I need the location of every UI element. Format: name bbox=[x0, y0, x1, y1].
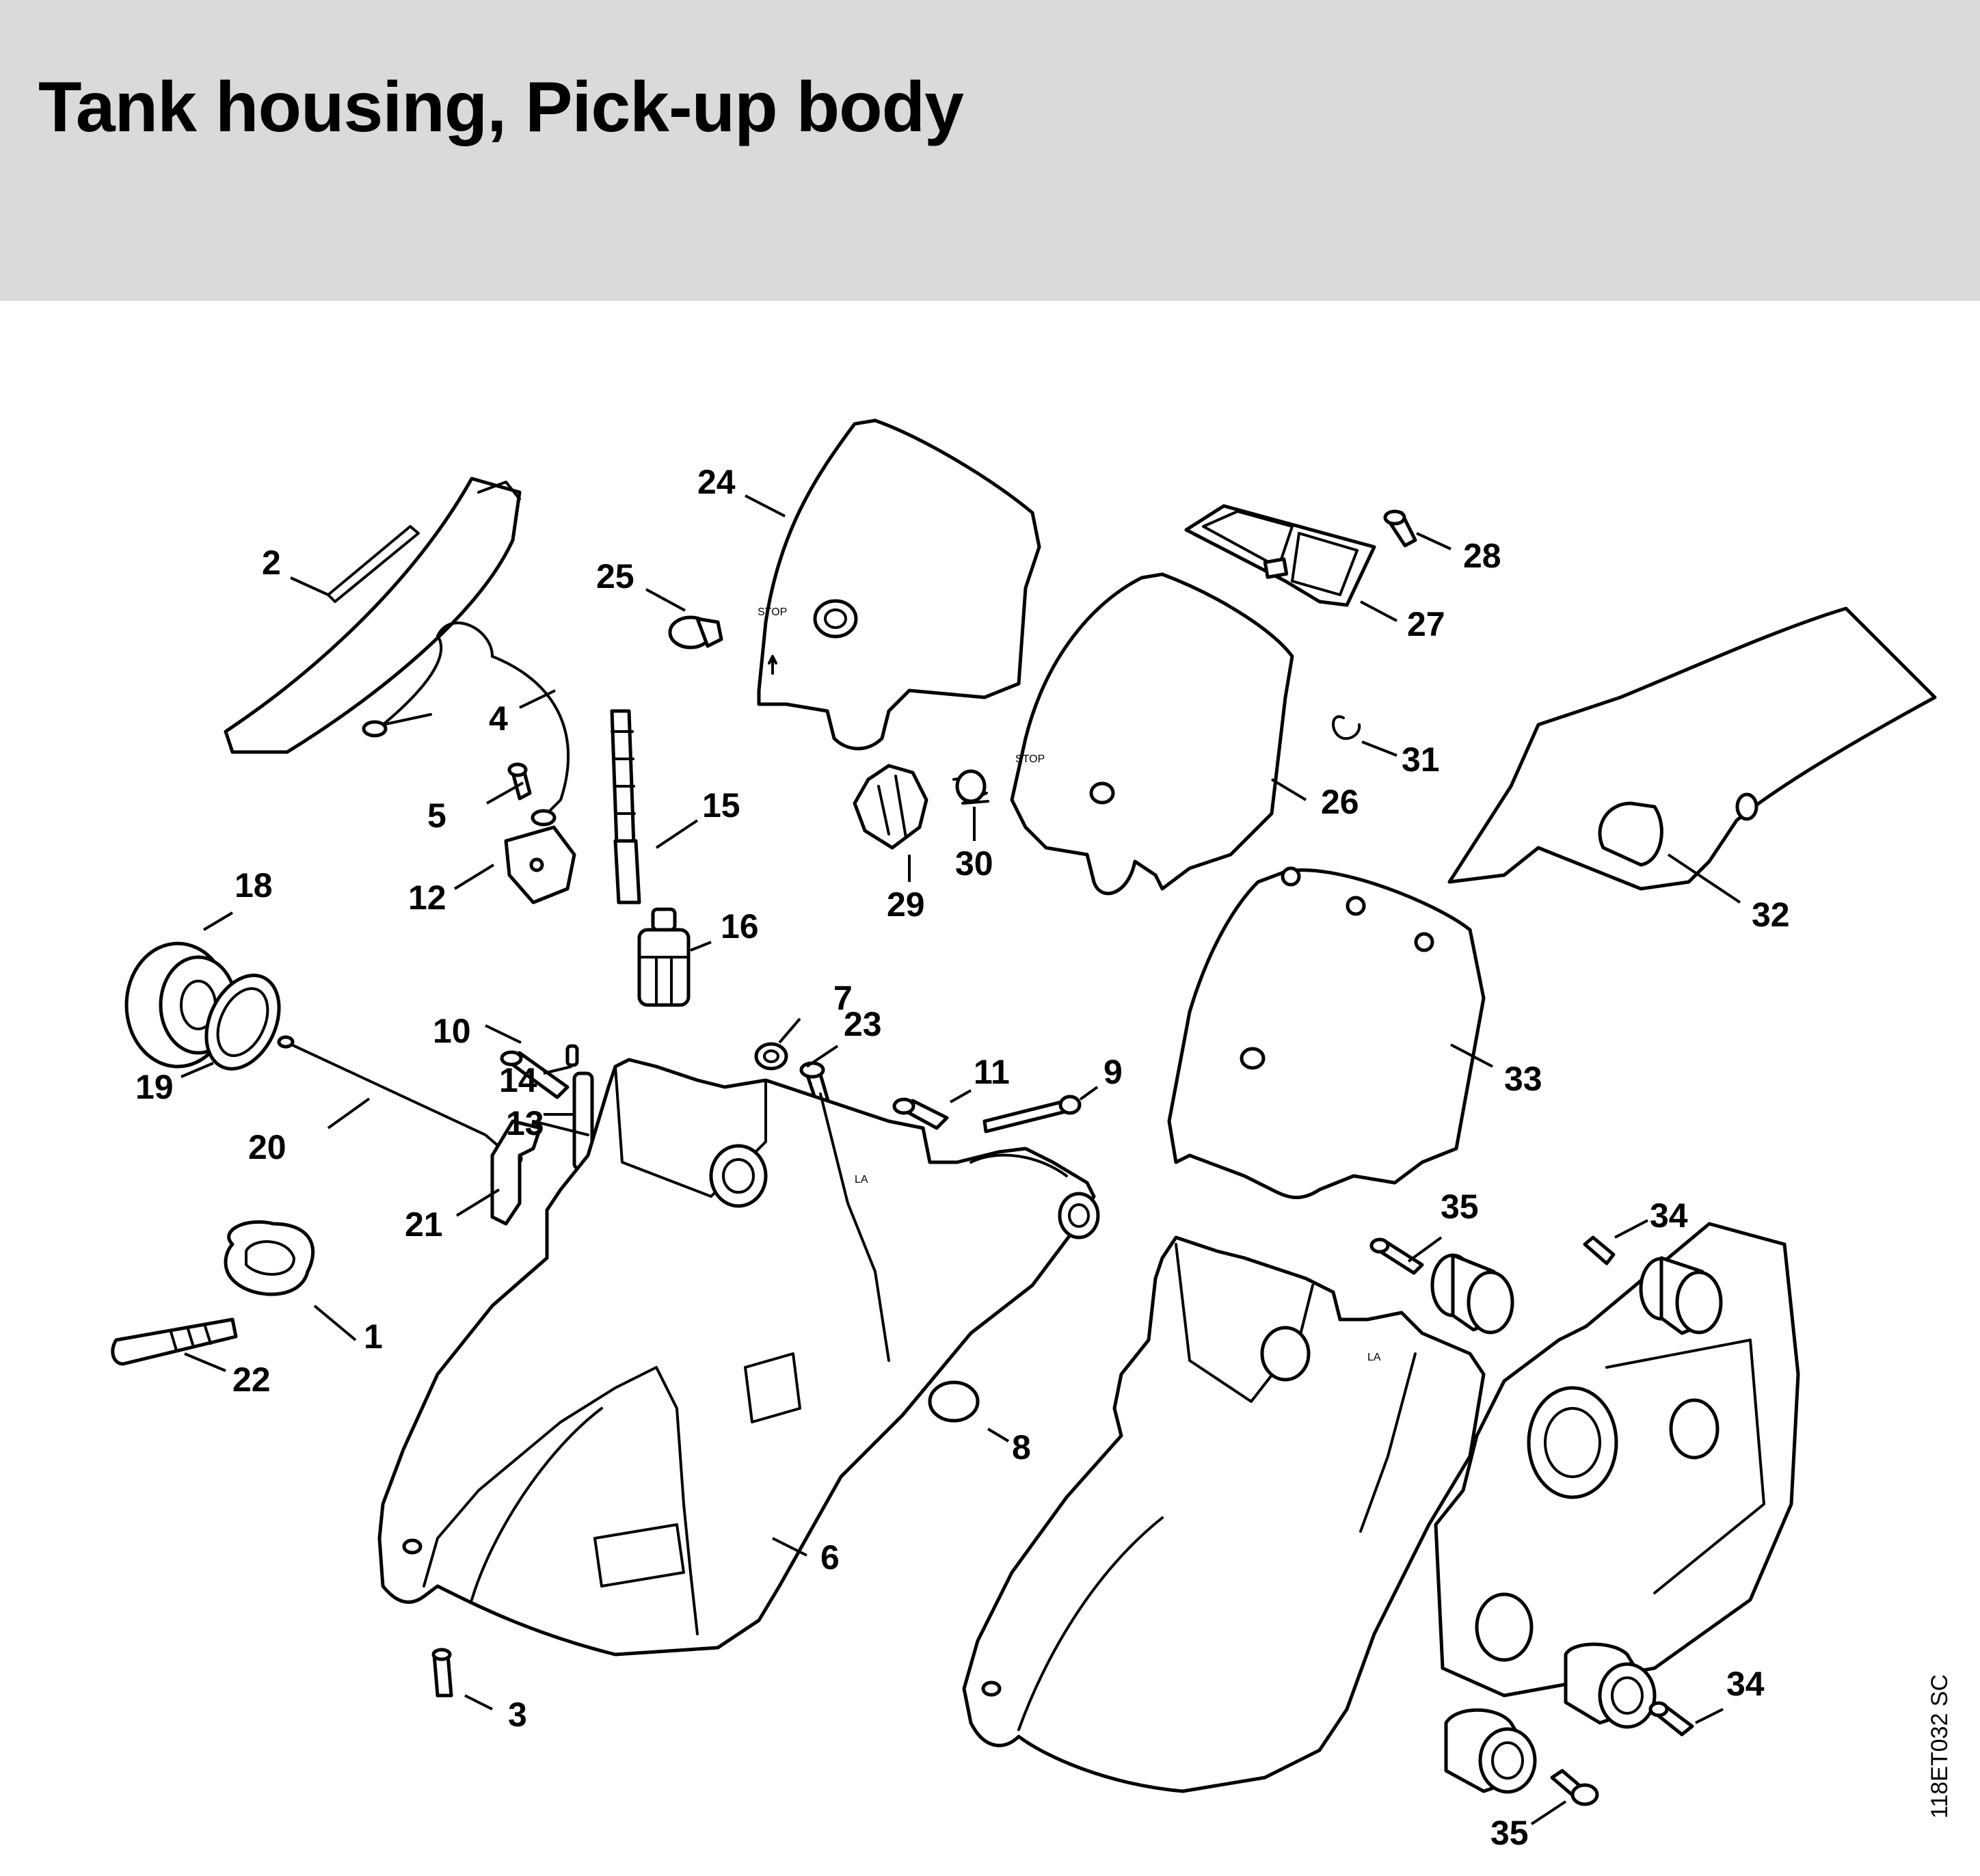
callout-24: 24 bbox=[697, 463, 736, 501]
stop-marking-2: STOP bbox=[1015, 753, 1045, 765]
part-screw-28 bbox=[1383, 509, 1417, 548]
part-housing-assembly: LA bbox=[962, 1235, 1486, 1793]
part-screw-11 bbox=[892, 1097, 949, 1130]
part-tank-housing: LA bbox=[377, 1058, 1100, 1657]
part-clip bbox=[490, 1119, 589, 1226]
callout-14: 14 bbox=[499, 1061, 537, 1099]
callout-34-top: 34 bbox=[1650, 1196, 1688, 1235]
part-grommet-7 bbox=[754, 1042, 788, 1071]
callout-5: 5 bbox=[427, 796, 446, 835]
part-wire bbox=[362, 621, 570, 827]
callout-15: 15 bbox=[702, 786, 740, 825]
part-screw-10 bbox=[500, 1050, 570, 1099]
callout-22: 22 bbox=[232, 1361, 271, 1399]
callout-10: 10 bbox=[433, 1012, 471, 1050]
part-buffer-right bbox=[1639, 1256, 1723, 1335]
callout-29: 29 bbox=[887, 885, 925, 924]
part-plug-14 bbox=[565, 1044, 579, 1067]
callout-1: 1 bbox=[364, 1317, 383, 1356]
callout-9: 9 bbox=[1103, 1053, 1123, 1091]
leader-lines bbox=[180, 494, 1741, 1825]
part-air-filter-grille bbox=[1184, 504, 1376, 607]
callout-30: 30 bbox=[955, 844, 993, 883]
part-buffer-bottom-right bbox=[1564, 1642, 1657, 1729]
callout-23: 23 bbox=[844, 1005, 882, 1043]
part-buffer-left bbox=[1430, 1253, 1514, 1335]
callout-labels: 1 2 3 4 5 6 7 8 9 10 11 12 13 14 15 16 1… bbox=[135, 463, 1790, 1852]
part-handle-cover bbox=[224, 477, 522, 754]
part-cover-33 bbox=[1167, 866, 1486, 1200]
part-screw-5 bbox=[507, 762, 532, 801]
part-cover-24: STOP bbox=[757, 418, 1041, 751]
callout-20: 20 bbox=[248, 1128, 286, 1166]
callout-3: 3 bbox=[508, 1696, 527, 1734]
callout-13: 13 bbox=[506, 1104, 544, 1142]
callout-4: 4 bbox=[489, 699, 508, 738]
callout-19: 19 bbox=[135, 1068, 174, 1106]
part-pin-22 bbox=[111, 1317, 238, 1366]
part-fuel-hose bbox=[610, 709, 641, 904]
callout-6: 6 bbox=[820, 1538, 840, 1577]
part-star-knob bbox=[853, 764, 928, 850]
part-screw-35-top bbox=[1369, 1237, 1424, 1275]
callout-35-top: 35 bbox=[1441, 1188, 1479, 1226]
stop-marking: STOP bbox=[758, 606, 787, 618]
part-bolt-9 bbox=[982, 1095, 1082, 1134]
part-knob bbox=[668, 615, 723, 649]
la-marking: LA bbox=[855, 1174, 868, 1185]
la-marking-2: LA bbox=[1367, 1352, 1381, 1363]
part-cap-8 bbox=[928, 1380, 980, 1423]
callout-7: 7 bbox=[833, 979, 853, 1017]
callout-11: 11 bbox=[974, 1053, 1010, 1091]
callout-26: 26 bbox=[1321, 783, 1359, 821]
part-screw-34-bottom bbox=[1648, 1701, 1694, 1737]
figure-code: 118ET032 SC bbox=[1927, 1674, 1953, 1819]
part-screw-34-top bbox=[1583, 1235, 1616, 1265]
callout-34-bottom: 34 bbox=[1726, 1665, 1765, 1703]
callout-16: 16 bbox=[721, 907, 759, 946]
callout-31: 31 bbox=[1402, 740, 1440, 779]
callout-35-bottom: 35 bbox=[1490, 1814, 1529, 1852]
callout-28: 28 bbox=[1463, 537, 1501, 575]
callout-27: 27 bbox=[1407, 605, 1445, 643]
page-title: Tank housing, Pick-up body bbox=[38, 68, 964, 147]
part-bracket bbox=[504, 825, 576, 904]
part-seal-ring bbox=[204, 974, 281, 1071]
part-cable bbox=[277, 1035, 523, 1166]
part-buffer-bottom-left bbox=[1444, 1708, 1537, 1794]
callout-21: 21 bbox=[405, 1205, 443, 1244]
callout-32: 32 bbox=[1752, 896, 1790, 934]
callout-33: 33 bbox=[1504, 1060, 1542, 1098]
callout-25: 25 bbox=[596, 557, 634, 595]
callout-2: 2 bbox=[262, 544, 281, 582]
header-bar bbox=[0, 0, 1980, 301]
callout-12: 12 bbox=[408, 879, 446, 917]
callout-18: 18 bbox=[235, 866, 273, 904]
part-top-cover bbox=[1447, 606, 1937, 891]
part-gasket bbox=[224, 1220, 315, 1296]
part-screw-35-bottom bbox=[1550, 1769, 1599, 1806]
part-fuel-filter bbox=[637, 907, 691, 1007]
part-crankcase bbox=[1434, 1222, 1800, 1698]
part-cover-26: STOP bbox=[1010, 572, 1294, 896]
part-screw-3 bbox=[431, 1648, 453, 1698]
part-spring bbox=[952, 769, 989, 805]
callout-8: 8 bbox=[1012, 1428, 1031, 1466]
part-retaining-ring bbox=[1332, 715, 1361, 740]
